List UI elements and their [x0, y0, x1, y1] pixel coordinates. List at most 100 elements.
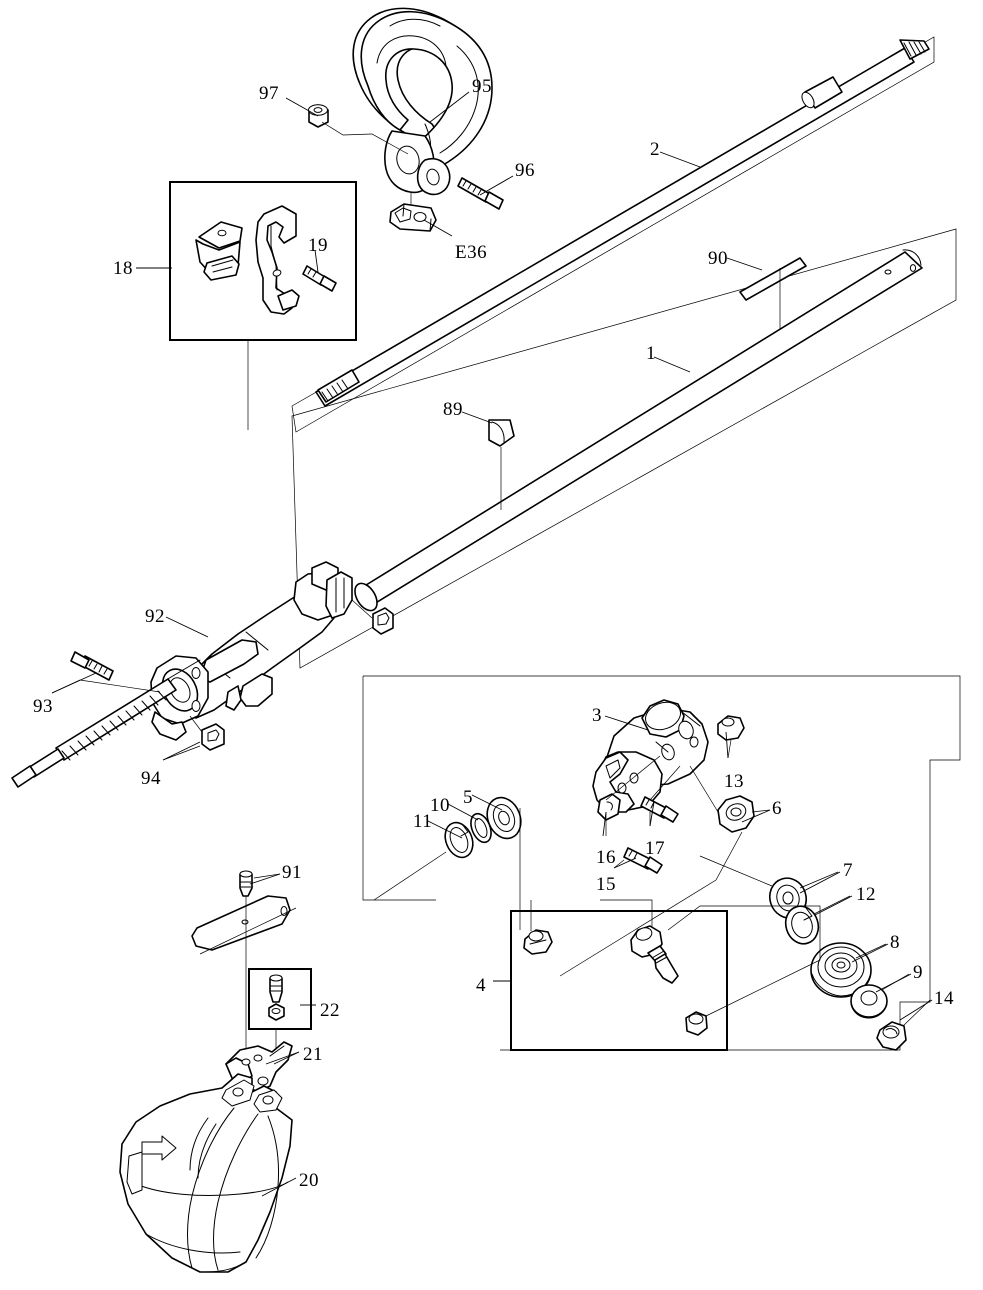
warning-label-decal-part-90: [739, 257, 807, 301]
leader-line-3: [604, 715, 649, 731]
leader-93-to-body: [51, 679, 161, 694]
callout-label-1: 1: [646, 343, 656, 364]
washer-part-9: [850, 984, 888, 1019]
callout-label-4: 4: [476, 975, 486, 996]
grease-plug-part-13: [717, 715, 745, 741]
leader-line-14: [899, 999, 933, 1021]
leader-line-96: [479, 175, 514, 196]
gear-case-part-3: [592, 699, 709, 813]
leader-line-21: [265, 1051, 300, 1065]
leader-line-15: [613, 857, 637, 869]
leader-6-down: [559, 831, 743, 977]
inset-box-18: [169, 181, 357, 341]
leader-13: [727, 739, 732, 759]
leader-7-left: [699, 855, 773, 887]
pipe-clamp-nut: [372, 607, 394, 635]
leader-line-2: [659, 151, 701, 168]
callout-label-97: 97: [259, 83, 279, 104]
nut-part-97: [308, 104, 329, 128]
leader-line-17: [649, 801, 655, 827]
callout-label-3: 3: [592, 705, 602, 726]
callout-label-7: 7: [843, 860, 853, 881]
leader-97-to-boss: [321, 121, 409, 155]
leader-91: [253, 873, 281, 879]
callout-label-5: 5: [463, 787, 473, 808]
leader-8: [855, 943, 887, 959]
drive-shaft-part-2: [315, 39, 930, 407]
leader-line-13: [725, 731, 729, 759]
leader-94-b: [189, 715, 203, 733]
leader-line-8: [851, 943, 889, 963]
leader-6: [689, 765, 771, 813]
hex-bolt-part-15: [623, 847, 663, 874]
safety-guard-part-20: [119, 1073, 293, 1273]
callout-label-8: 8: [890, 932, 900, 953]
leader-line-6: [741, 809, 771, 823]
callout-label-e36: E36: [455, 242, 488, 263]
callout-label-12: 12: [856, 884, 876, 905]
leader-line-1: [653, 356, 691, 373]
leader-line-5: [471, 794, 503, 811]
callout-label-95: 95: [472, 76, 492, 97]
square-nut-part-94: [201, 723, 225, 751]
leader-line-19: [314, 249, 319, 273]
blade-nut-part-14: [876, 1021, 907, 1051]
leader-7: [799, 871, 839, 889]
leader-line-97: [285, 97, 319, 117]
inset-box-22: [248, 968, 312, 1030]
bearing-part-5: [486, 796, 522, 840]
callout-label-18: 18: [113, 258, 133, 279]
leader-line-93: [51, 672, 97, 694]
leader-21: [273, 1051, 300, 1065]
leader-line-90: [726, 257, 763, 271]
leader-12: [813, 895, 851, 915]
bolt-part-96: [457, 177, 504, 210]
handle-loop-part-95: [352, 7, 493, 196]
pipe-bushing-part-89: [488, 419, 515, 447]
leader-line-89: [461, 411, 493, 424]
leader-pipe-nut: [351, 599, 373, 619]
callout-label-14: 14: [934, 988, 954, 1009]
leader-line-10: [447, 803, 479, 821]
leader-94: [162, 745, 201, 761]
callout-label-93: 93: [33, 696, 53, 717]
callout-label-96: 96: [515, 160, 535, 181]
leader-line-9: [875, 973, 912, 993]
callout-label-2: 2: [650, 139, 660, 160]
outer-pipe-part-1: [354, 249, 923, 612]
leader-line-20: [261, 1177, 297, 1197]
callout-label-10: 10: [430, 795, 450, 816]
callout-label-20: 20: [299, 1170, 319, 1191]
leader-line-12: [814, 895, 853, 916]
callout-label-22: 22: [320, 1000, 340, 1021]
callout-label-9: 9: [913, 962, 923, 983]
leader-line-11: [427, 820, 463, 839]
callout-label-11: 11: [413, 811, 433, 832]
leader-line-e36: [423, 219, 453, 237]
leader-line-94: [162, 741, 201, 761]
grip-bolt-part-93: [70, 651, 114, 681]
lock-washer-part-16: [597, 793, 621, 821]
leader-16: [605, 755, 661, 836]
leader-line-92: [165, 616, 209, 638]
callout-label-94: 94: [141, 768, 161, 789]
callout-label-16: 16: [596, 847, 616, 868]
callout-label-17: 17: [645, 838, 665, 859]
leader-11-down: [373, 851, 447, 901]
region-outline-lower-left: [362, 676, 436, 901]
callout-label-6: 6: [772, 798, 782, 819]
callout-leaders: [51, 91, 933, 1197]
leader-line-16: [602, 811, 607, 837]
callout-label-15: 15: [596, 874, 616, 895]
callout-label-91: 91: [282, 862, 302, 883]
leader-line-91: [249, 873, 281, 885]
bushing-collar-part-6: [717, 795, 755, 833]
callout-label-13: 13: [724, 771, 744, 792]
callout-label-21: 21: [303, 1044, 323, 1065]
callout-label-19: 19: [308, 235, 328, 256]
callout-label-90: 90: [708, 248, 728, 269]
throttle-grip-part-92: [11, 561, 353, 788]
leader-line-95: [429, 91, 470, 123]
